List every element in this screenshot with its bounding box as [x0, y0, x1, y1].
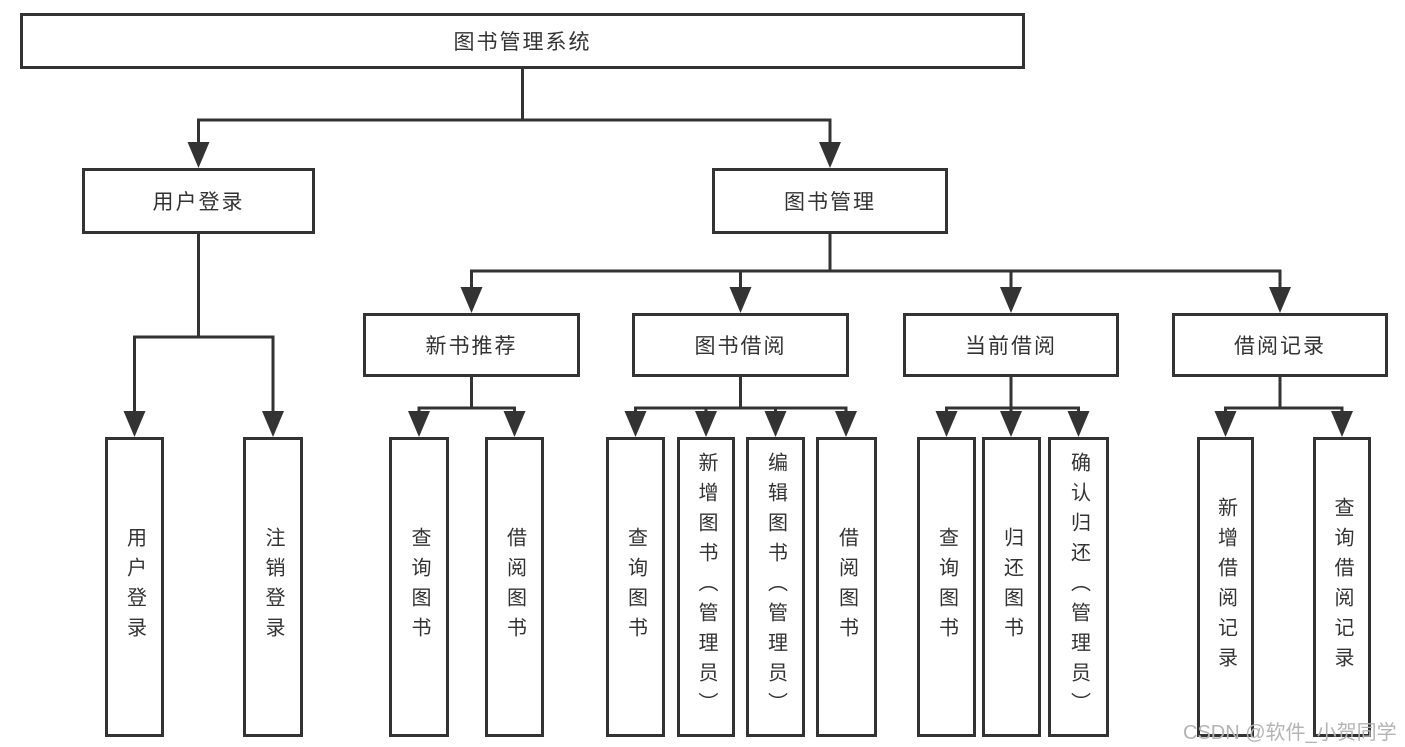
- leaf-label: 确认归还（管理员）: [1067, 452, 1090, 722]
- node-label: 当前借阅: [965, 335, 1057, 358]
- leaf-label: 借阅图书: [835, 527, 858, 647]
- node-current-borrowing: 当前借阅: [903, 313, 1119, 377]
- node-borrowing-records: 借阅记录: [1172, 313, 1388, 377]
- leaf-confirm-return-admin: 确认归还（管理员）: [1048, 437, 1109, 737]
- node-new-book-recommend: 新书推荐: [363, 313, 580, 377]
- node-label: 新书推荐: [425, 335, 518, 358]
- node-label: 借阅记录: [1234, 335, 1326, 358]
- node-label: 图书管理系统: [453, 31, 592, 54]
- node-library-management-system: 图书管理系统: [20, 13, 1025, 69]
- leaf-edit-books-admin: 编辑图书（管理员）: [746, 437, 805, 737]
- leaf-label: 用户登录: [123, 527, 146, 647]
- leaf-add-borrow-record: 新增借阅记录: [1197, 437, 1254, 737]
- leaf-return-books: 归还图书: [982, 437, 1041, 737]
- leaf-label: 注销登录: [262, 527, 284, 647]
- node-label: 图书管理: [784, 191, 876, 214]
- node-user-login: 用户登录: [82, 168, 315, 234]
- leaf-label: 查询图书: [935, 527, 958, 647]
- leaf-label: 借阅图书: [503, 527, 526, 647]
- leaf-label: 查询图书: [624, 527, 647, 647]
- leaf-label: 新增图书（管理员）: [695, 452, 717, 722]
- leaf-user-login: 用户登录: [105, 437, 164, 737]
- leaf-borrow-books: 借阅图书: [816, 437, 877, 737]
- leaf-query-books: 查询图书: [917, 437, 976, 737]
- leaf-query-books: 查询图书: [606, 437, 665, 737]
- node-label: 用户登录: [152, 191, 245, 214]
- leaf-label: 新增借阅记录: [1214, 497, 1237, 677]
- node-book-borrowing: 图书借阅: [632, 313, 849, 377]
- leaf-label: 查询借阅记录: [1331, 497, 1353, 677]
- csdn-watermark: CSDN @软件_小贺同学: [1183, 722, 1397, 744]
- leaf-query-books: 查询图书: [389, 437, 449, 737]
- leaf-borrow-books: 借阅图书: [485, 437, 544, 737]
- leaf-label: 查询图书: [408, 527, 430, 647]
- leaf-label: 归还图书: [1000, 527, 1023, 647]
- leaf-query-borrow-record: 查询借阅记录: [1313, 437, 1371, 737]
- node-label: 图书借阅: [694, 335, 787, 358]
- leaf-label: 编辑图书（管理员）: [764, 452, 787, 722]
- node-book-management: 图书管理: [712, 168, 948, 234]
- leaf-logout-login: 注销登录: [243, 437, 303, 737]
- leaf-add-books-admin: 新增图书（管理员）: [677, 437, 735, 737]
